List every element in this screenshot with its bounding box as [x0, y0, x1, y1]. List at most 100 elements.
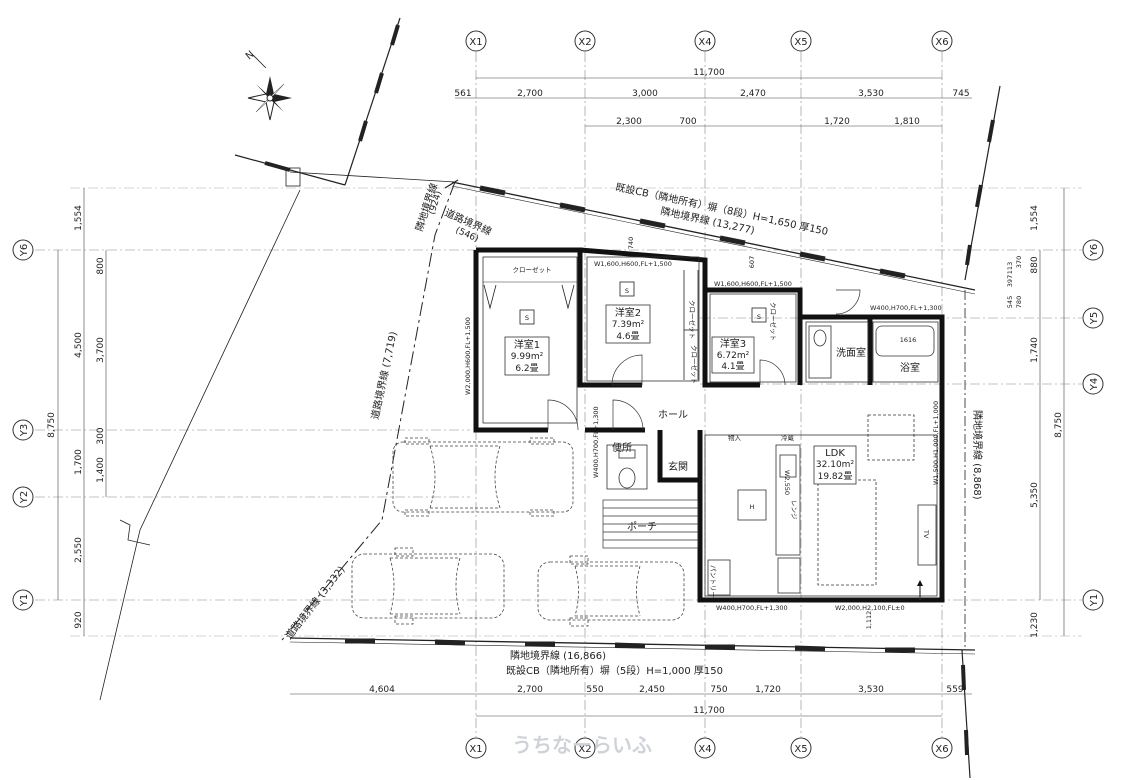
dim-bottom-seg-4: 2,450 — [639, 685, 665, 695]
dim-top-total: 11,700 — [693, 68, 725, 78]
room-ldk-name: LDK — [825, 448, 845, 459]
svg-text:Y4: Y4 — [1089, 378, 1100, 391]
grid-bubble-y1-right: Y1 — [1082, 589, 1104, 611]
svg-text:X5: X5 — [794, 37, 807, 48]
svg-text:X1: X1 — [469, 37, 482, 48]
toilet-fixture — [606, 444, 648, 490]
dim-bottom-total: 11,700 — [693, 706, 725, 716]
room-r3-name: 洋室3 — [720, 337, 746, 350]
grid-bubble-y1-left: Y1 — [12, 589, 34, 611]
dim-bottom-seg-1: 4,604 — [369, 685, 395, 695]
dim-left-a-1: 4,500 — [74, 332, 84, 358]
fridge-label: 冷蔵 — [781, 433, 795, 442]
dim-right-end-1: 1,554 — [1030, 205, 1040, 231]
storage-mark-1: S — [525, 314, 529, 322]
dim-bottom-seg-2: 2,700 — [517, 685, 543, 695]
grid-bubble-y5-right: Y5 — [1082, 307, 1104, 329]
grid-bubble-y6-left: Y6 — [12, 239, 34, 261]
storage-mark-3: S — [757, 313, 761, 321]
dim-left-total: 8,750 — [47, 412, 57, 438]
closet-label-4: クローゼット — [769, 302, 778, 341]
kitchen-fixtures — [707, 414, 937, 600]
storage-label: 物入 — [728, 433, 742, 442]
grid-bubble-x2-bottom: X2 — [574, 737, 596, 759]
room-ldk-tatami: 19.82畳 — [818, 471, 853, 482]
svg-text:Y3: Y3 — [19, 424, 30, 437]
dim-bottom-seg-7: 3,530 — [858, 685, 884, 695]
dim-right-small-5: 780 — [1015, 296, 1023, 308]
building-walls — [473, 247, 945, 603]
svg-text:X4: X4 — [698, 744, 711, 755]
dim-left-b-3: 300 — [96, 427, 106, 444]
room-r3: 洋室3 6.72m² 4.1畳 — [711, 336, 755, 374]
dim-left-end-1: 1,554 — [74, 205, 84, 231]
window-note-7: W2,000,H2,100,FL±0 — [835, 604, 905, 612]
dim-right-small-1: 113 — [1006, 262, 1014, 274]
window-note-3: W1,600,H600,FL+1,500 — [714, 280, 792, 288]
watermark-text: うちなーらいふ — [512, 733, 652, 757]
dim-top-sub-2: 700 — [679, 117, 696, 127]
toilet-label: 便所 — [612, 441, 632, 454]
window-note-6: W400,H700,FL+1,300 — [716, 604, 788, 612]
svg-text:X1: X1 — [469, 744, 482, 755]
dim-bottom-seg-5: 750 — [710, 685, 727, 695]
room-r3-area: 6.72m² — [717, 351, 750, 361]
dim-right-small-2: 397 — [1006, 275, 1014, 287]
dim-right-a-1: 880 — [1030, 256, 1040, 273]
room-r2: 洋室2 7.39m² 4.6畳 — [605, 304, 651, 344]
svg-text:Y2: Y2 — [19, 491, 30, 504]
svg-text:X6: X6 — [935, 37, 948, 48]
room-r2-area: 7.39m² — [612, 320, 645, 330]
window-note-5: W1,500,H1,000,FL+1,000 — [932, 401, 940, 485]
grid-bubbles-top: X1 X2 X4 X5 X6 — [465, 30, 953, 52]
grid-bubble-x6-bottom: X6 — [931, 737, 953, 759]
window-note-1: W2,000,H600,FL+1,500 — [464, 317, 472, 395]
dim-right-small-3: 370 — [1015, 256, 1023, 268]
washroom-label: 洗面室 — [836, 346, 866, 359]
dim-left-end-2: 920 — [74, 611, 84, 628]
grid-bubble-x5-top: X5 — [790, 30, 812, 52]
closet-label-2: クローゼット — [688, 300, 697, 339]
grid-bubble-x1-top: X1 — [465, 30, 487, 52]
dim-left-b-2: 3,700 — [96, 337, 106, 363]
grid-bubble-x4-top: X4 — [694, 30, 716, 52]
grid-bubbles-right: Y6 Y5 Y4 Y1 — [1082, 239, 1104, 611]
dim-misc-3: 1,112 — [865, 611, 873, 630]
dim-bottom-seg-6: 1,720 — [755, 685, 781, 695]
dim-top-seg-5: 3,530 — [858, 89, 884, 99]
grid-bubble-x5-bottom: X5 — [790, 737, 812, 759]
north-compass — [247, 53, 292, 121]
washroom-fixtures — [808, 325, 935, 379]
dim-left-b-4: 1,400 — [96, 457, 106, 483]
north-block-wall — [451, 181, 976, 295]
porch-label: ポーチ — [627, 521, 657, 533]
door-swings — [547, 289, 861, 431]
grid-bubble-y3-left: Y3 — [12, 419, 34, 441]
dim-right-small-4: 545 — [1006, 296, 1014, 308]
closet-label-1: クローゼット — [513, 265, 552, 274]
kitchen-width-label: W2,550 — [783, 470, 791, 495]
dim-left-a-3: 2,550 — [74, 537, 84, 563]
svg-text:X2: X2 — [578, 744, 591, 755]
room-r3-tatami: 4.1畳 — [721, 361, 744, 372]
dim-top-seg-6: 745 — [952, 89, 969, 99]
svg-text:Y6: Y6 — [1089, 244, 1100, 257]
closet-marks — [483, 270, 767, 380]
svg-text:Y1: Y1 — [1089, 594, 1100, 607]
dim-bottom-seg-3: 550 — [586, 685, 603, 695]
dim-right-a-2: 1,740 — [1030, 337, 1040, 363]
dim-right-total: 8,750 — [1054, 412, 1064, 438]
svg-text:X2: X2 — [578, 37, 591, 48]
east-boundary-label: 隣地境界線 (8,868) — [971, 410, 984, 500]
svg-text:X6: X6 — [935, 744, 948, 755]
hall-label: ホール — [658, 409, 688, 421]
room-r1: 洋室1 9.99m² 6.2畳 — [504, 336, 550, 376]
grid-bubble-x4-bottom: X4 — [694, 737, 716, 759]
dim-right-a-3: 5,350 — [1030, 482, 1040, 508]
range-label: レンジ — [790, 500, 798, 520]
pantry-label: パントリー — [709, 565, 717, 598]
room-r2-name: 洋室2 — [615, 306, 641, 319]
dim-top-sub-1: 2,300 — [616, 117, 642, 127]
svg-text:X4: X4 — [698, 37, 711, 48]
grid-bubble-x1-bottom: X1 — [465, 737, 487, 759]
